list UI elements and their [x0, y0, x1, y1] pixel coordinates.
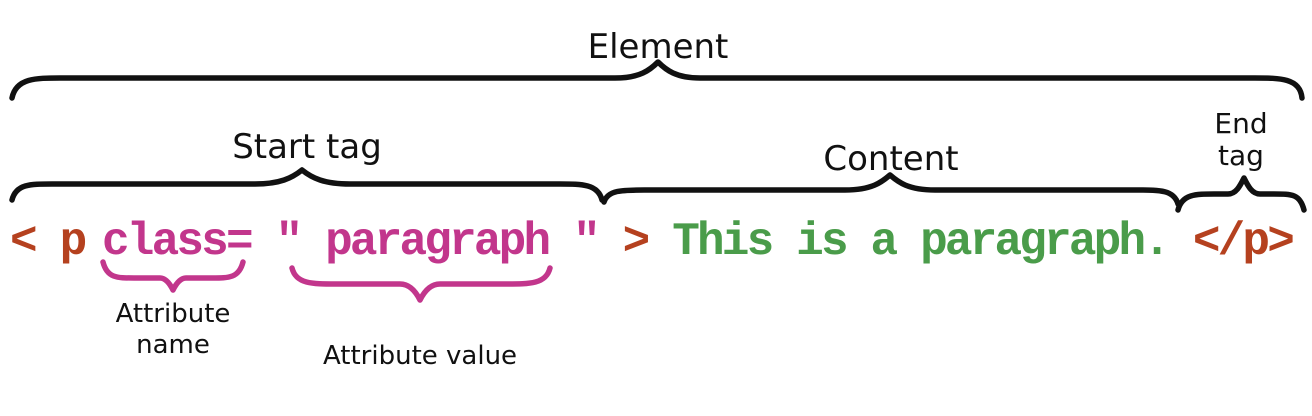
content-brace — [601, 172, 1181, 207]
attribute-name-brace — [100, 259, 246, 293]
code-open-bracket: < — [10, 216, 38, 268]
end-tag-label-line1: End — [1214, 107, 1267, 140]
attribute-name-label-line2: name — [136, 330, 210, 360]
content-label: Content — [823, 139, 958, 179]
code-attribute-name: class= — [102, 216, 254, 268]
code-content-text: This is a paragraph. — [672, 216, 1171, 268]
code-attribute-value: paragraph — [325, 216, 551, 268]
code-line: < p class= ″ paragraph ″ > This is a par… — [10, 216, 1295, 268]
attribute-value-brace — [289, 265, 553, 303]
start-tag-brace — [9, 167, 605, 203]
code-tag-name: p — [60, 216, 88, 268]
attribute-value-label: Attribute value — [323, 341, 517, 371]
code-close-quote: ″ — [573, 216, 601, 268]
attribute-name-label-line1: Attribute — [116, 299, 231, 329]
element-label: Element — [588, 27, 729, 67]
code-open-quote: ″ — [276, 216, 304, 268]
element-brace — [9, 59, 1305, 101]
end-tag-brace — [1175, 175, 1307, 213]
code-end-tag: </p> — [1193, 216, 1295, 268]
start-tag-label: Start tag — [232, 127, 382, 167]
code-close-bracket: > — [623, 216, 651, 268]
end-tag-label-line2: tag — [1218, 139, 1264, 172]
